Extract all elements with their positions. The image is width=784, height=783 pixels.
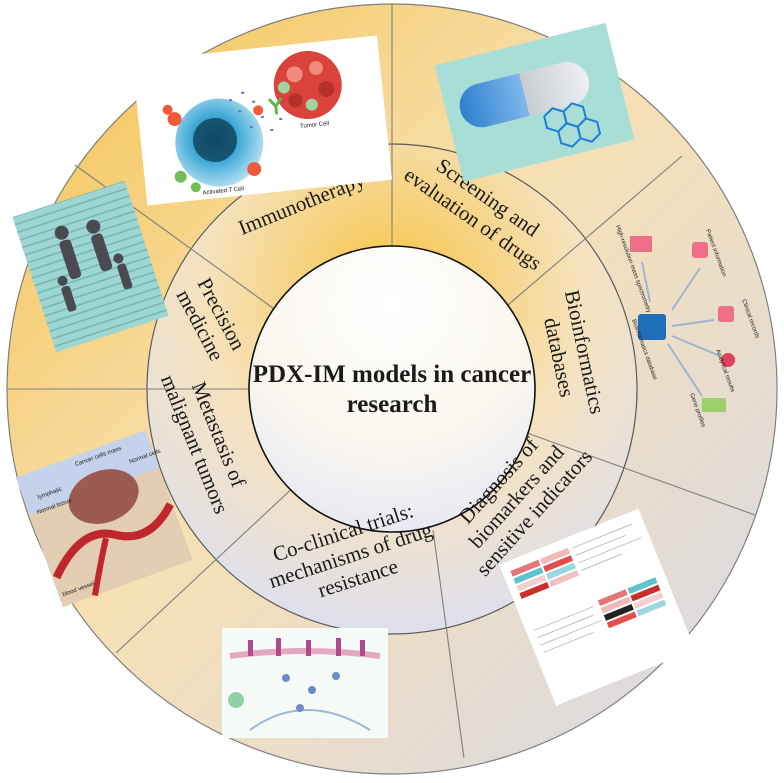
antibody-icon [267,97,283,115]
family-silhouette-icon [54,219,133,312]
cancer-cell-mass [68,469,139,524]
results-icon [721,353,735,367]
flow-arrows [641,261,721,397]
database-icon [638,314,666,340]
receptor-icons [248,638,365,656]
coclinical-illustration [222,628,388,738]
diagnosis-illustration [499,508,696,706]
molecule-icon [543,102,602,148]
gene-label-lines [534,523,642,653]
precision-image-frame [12,180,169,353]
capsule-icon [459,62,590,128]
tumor-cell-label: Tumor Cell [300,121,330,130]
metastasis-illustration: Cancer cells mass lymphatic Normal tissu… [15,430,193,608]
screening-illustration [434,22,635,182]
t-cell-graphic [162,98,264,193]
blood-vessel-branch [91,537,109,596]
antibody-particles [228,91,283,132]
precision-illustration [12,180,169,353]
blood-vessel [52,502,174,580]
tumor-cell-graphic [273,50,342,119]
immunotherapy-illustration: Activated T Cell Tumor Cell [132,35,393,206]
organelle-icon [228,692,244,708]
gene-profile-icon [702,398,726,412]
center-title-line2: research [347,391,438,418]
center-title-line1: PDX-IM models in cancer [253,361,531,388]
normal-cells-region [15,430,160,516]
center-circle [248,245,536,533]
nucleus-membrane [249,709,371,731]
patient-icon [692,242,708,258]
records-icon [718,306,734,322]
heatmap-panel-bottom [597,577,667,629]
activated-t-cell-label: Activated T Cell [202,186,244,196]
ms-icon [630,236,652,252]
signaling-nodes [282,672,340,712]
heatmap-panel-top [510,547,580,599]
